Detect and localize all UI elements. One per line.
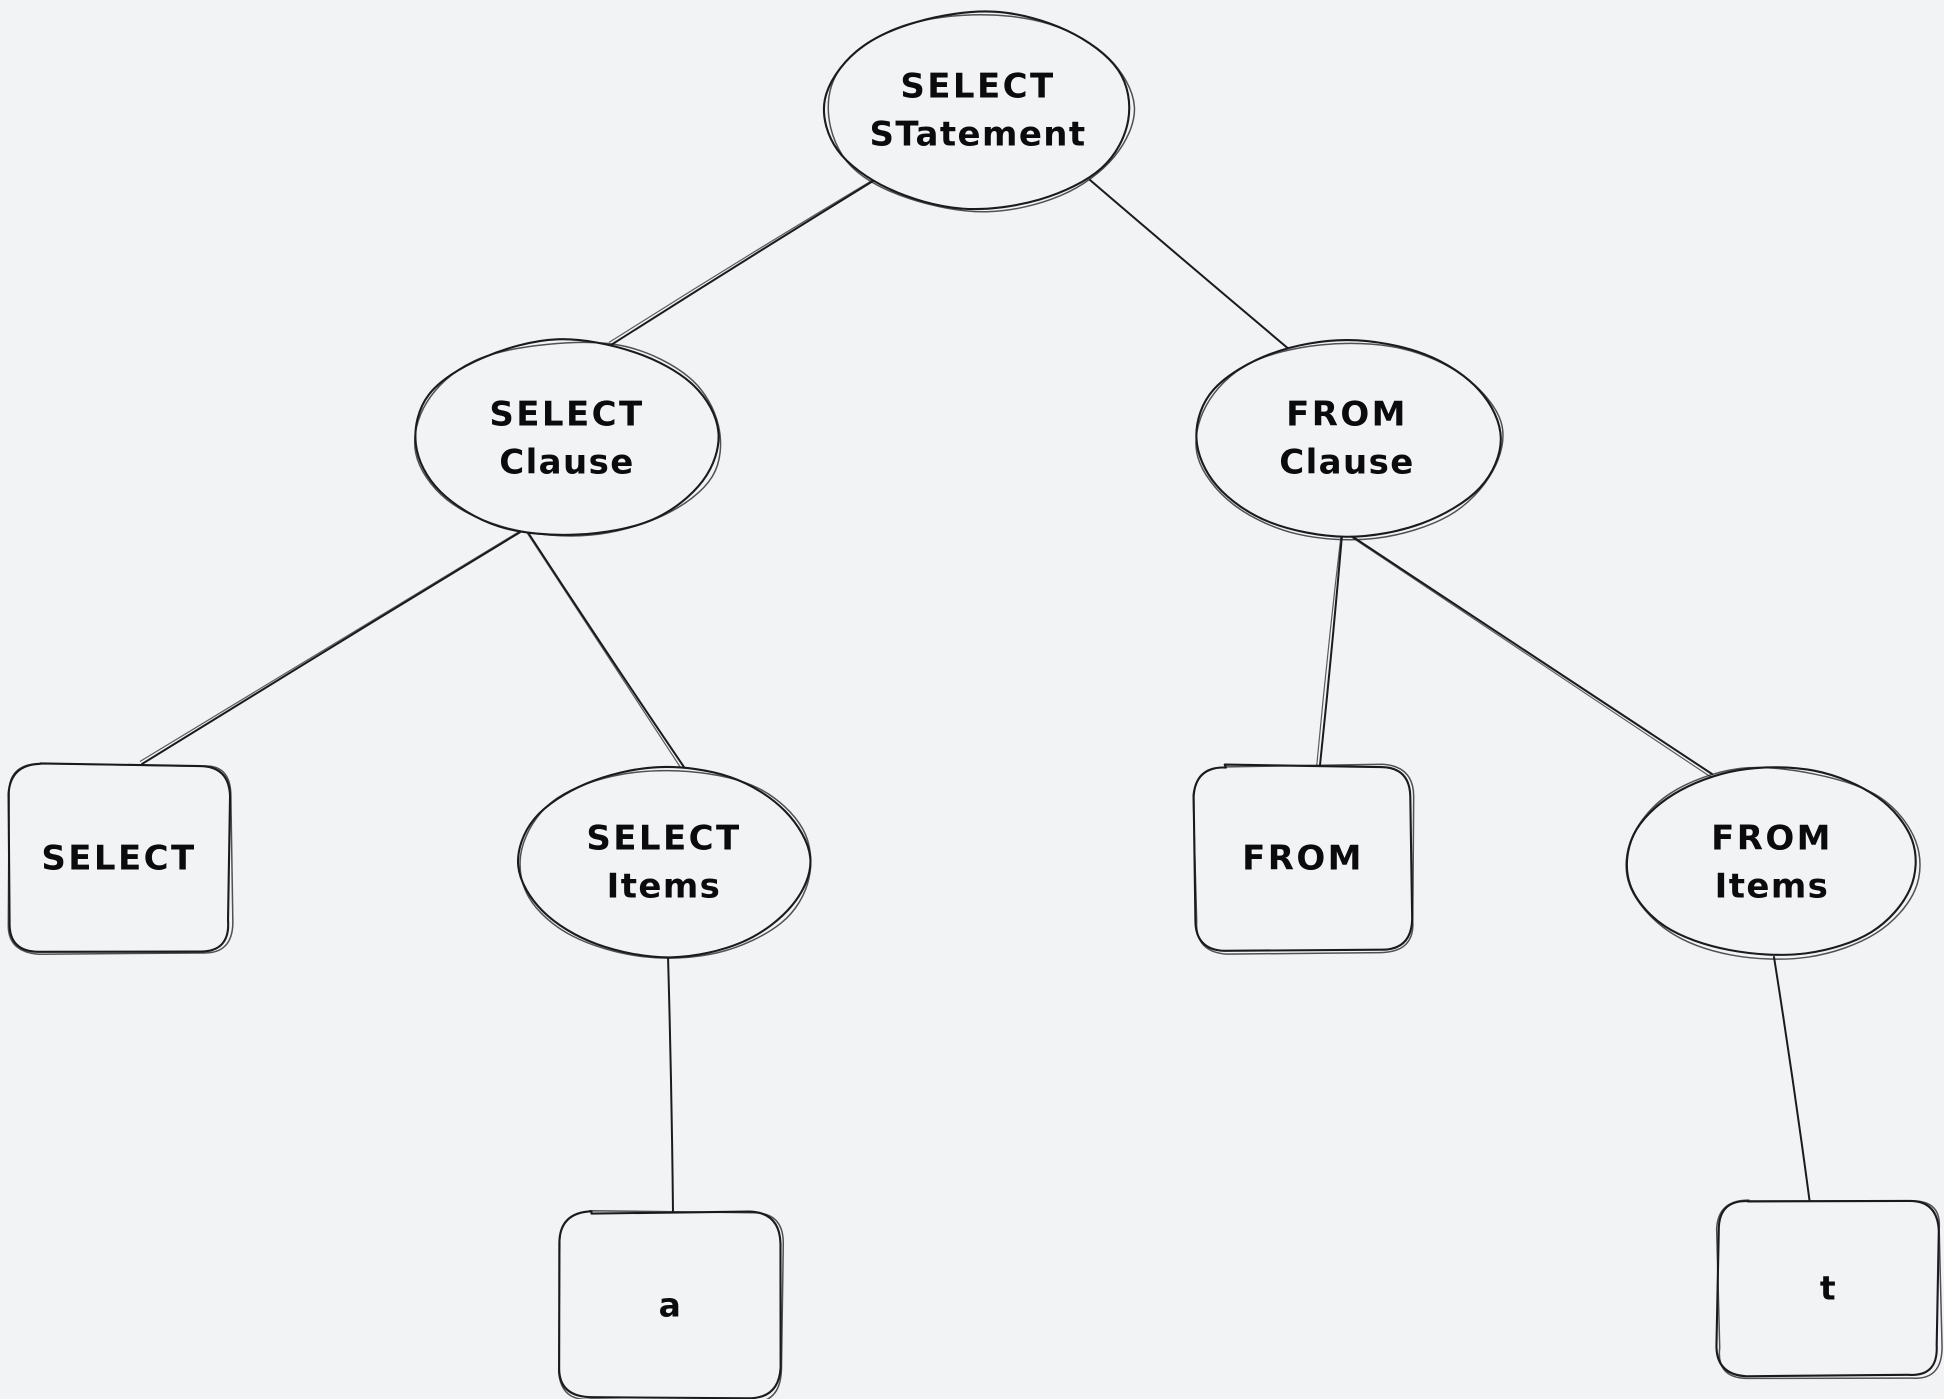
edge-stroke-ghost	[1345, 533, 1711, 778]
edge-select-clause-select	[139, 529, 523, 765]
rect-outline-ghost	[7, 762, 234, 955]
ellipse-outline	[517, 765, 812, 959]
edge-stroke-ghost	[608, 179, 874, 343]
rect-outline	[1715, 1199, 1940, 1378]
node-label-line1: FROM	[1711, 819, 1833, 859]
node-label-line1: FROM	[1242, 839, 1364, 879]
node-label-line2: STatement	[869, 115, 1086, 155]
edge-stroke	[1319, 534, 1343, 766]
node-select-clause[interactable]: SELECT Clause	[413, 338, 722, 537]
node-label-line1: SELECT	[900, 67, 1055, 107]
node-from-terminal[interactable]: FROM	[1192, 763, 1415, 955]
node-from-clause[interactable]: FROM Clause	[1195, 339, 1504, 541]
edge-from-items-t	[1773, 956, 1811, 1205]
node-label-line1: a	[659, 1286, 682, 1325]
node-label-line1: FROM	[1286, 395, 1408, 435]
ellipse-outline	[822, 10, 1131, 211]
node-label-line1: SELECT	[586, 819, 741, 859]
edge-stroke	[610, 180, 874, 346]
node-label-line1: SELECT	[489, 395, 644, 435]
ellipse-outline-ghost	[1625, 766, 1921, 960]
edge-stroke	[1346, 532, 1713, 775]
edge-stroke-ghost	[1316, 534, 1342, 766]
edge-from-clause-from	[1316, 534, 1343, 766]
edge-stroke	[526, 530, 687, 771]
node-select-statement[interactable]: SELECT STatement	[822, 10, 1136, 213]
ellipse-outline-ghost	[413, 341, 722, 537]
ellipse-outline-ghost	[827, 13, 1136, 213]
rect-outline-ghost	[1192, 763, 1415, 955]
node-select-terminal[interactable]: SELECT	[7, 762, 234, 955]
edge-stmt-from-clause	[1089, 179, 1291, 351]
edge-stroke	[667, 955, 674, 1214]
node-column-a[interactable]: a	[557, 1209, 785, 1399]
node-label-line2: Clause	[499, 443, 634, 483]
ellipse-outline-ghost	[519, 769, 812, 959]
edge-stroke	[1089, 179, 1291, 351]
edge-from-clause-items	[1345, 532, 1713, 778]
ellipse-outline	[1625, 766, 1917, 956]
rect-outline	[7, 762, 232, 953]
edge-stroke-ghost	[139, 529, 523, 762]
nodes-layer: SELECTSTatementSELECTClauseFROMClauseSEL…	[7, 10, 1943, 1399]
node-label-line1: SELECT	[41, 839, 196, 879]
edges-layer	[139, 179, 1811, 1214]
node-select-items[interactable]: SELECT Items	[517, 765, 812, 959]
node-label-line1: t	[1820, 1269, 1836, 1308]
edge-stroke	[1773, 956, 1811, 1205]
node-from-items[interactable]: FROM Items	[1625, 766, 1921, 960]
ellipse-outline-ghost	[1195, 342, 1504, 541]
edge-stroke	[141, 530, 523, 765]
edge-select-clause-items	[525, 530, 687, 773]
edge-stmt-select-clause	[608, 179, 874, 346]
rect-outline-ghost	[1715, 1199, 1943, 1380]
node-label-line2: Items	[1715, 867, 1830, 907]
node-label-line2: Clause	[1279, 443, 1414, 483]
node-label-line2: Items	[607, 867, 722, 907]
rect-outline-ghost	[557, 1209, 785, 1399]
node-table-t[interactable]: t	[1715, 1199, 1943, 1380]
edge-stroke-ghost	[525, 530, 684, 773]
edge-select-items-a	[667, 955, 674, 1214]
